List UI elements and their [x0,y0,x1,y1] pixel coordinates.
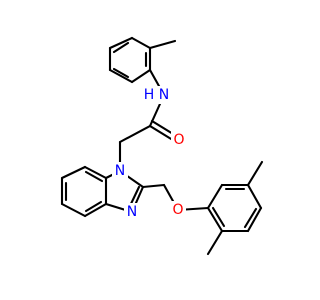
bond [246,160,264,187]
bond [112,67,130,79]
bond [141,183,166,189]
oxygen-label: O [173,132,184,148]
bond [246,206,263,233]
bond [108,36,134,50]
bond [83,165,108,180]
bond [130,36,152,50]
bond [84,200,103,213]
atom-o-ether: O [170,201,186,219]
atom-layer: N H O N N O [112,86,187,221]
molecule-structure: N H O N N O [60,36,264,256]
atom-o-carbonyl: O [171,131,187,149]
bond [60,165,87,180]
bond [211,206,226,228]
bond [206,206,224,233]
atom-n-ring-3: N [124,203,140,221]
bond [118,124,152,144]
bond [148,39,177,50]
nitrogen-label: N [115,163,125,179]
atom-n-amide: N H [143,86,172,104]
nitrogen-label: N [159,87,169,103]
oxygen-label: O [172,202,183,218]
bond [130,68,152,84]
bond [84,170,104,183]
bond [246,183,263,210]
bond [112,41,130,54]
hydrogen-label: H [144,87,155,103]
bond [243,207,258,229]
atom-n-ring-1: N [112,162,128,180]
nitrogen-label: N [127,204,137,220]
bond [206,229,224,256]
bond [108,68,134,84]
bond [206,183,224,210]
bond [83,202,108,218]
bond-layer [60,36,264,256]
molecule-diagram: N H O N N O [60,36,264,256]
bond [60,202,87,218]
